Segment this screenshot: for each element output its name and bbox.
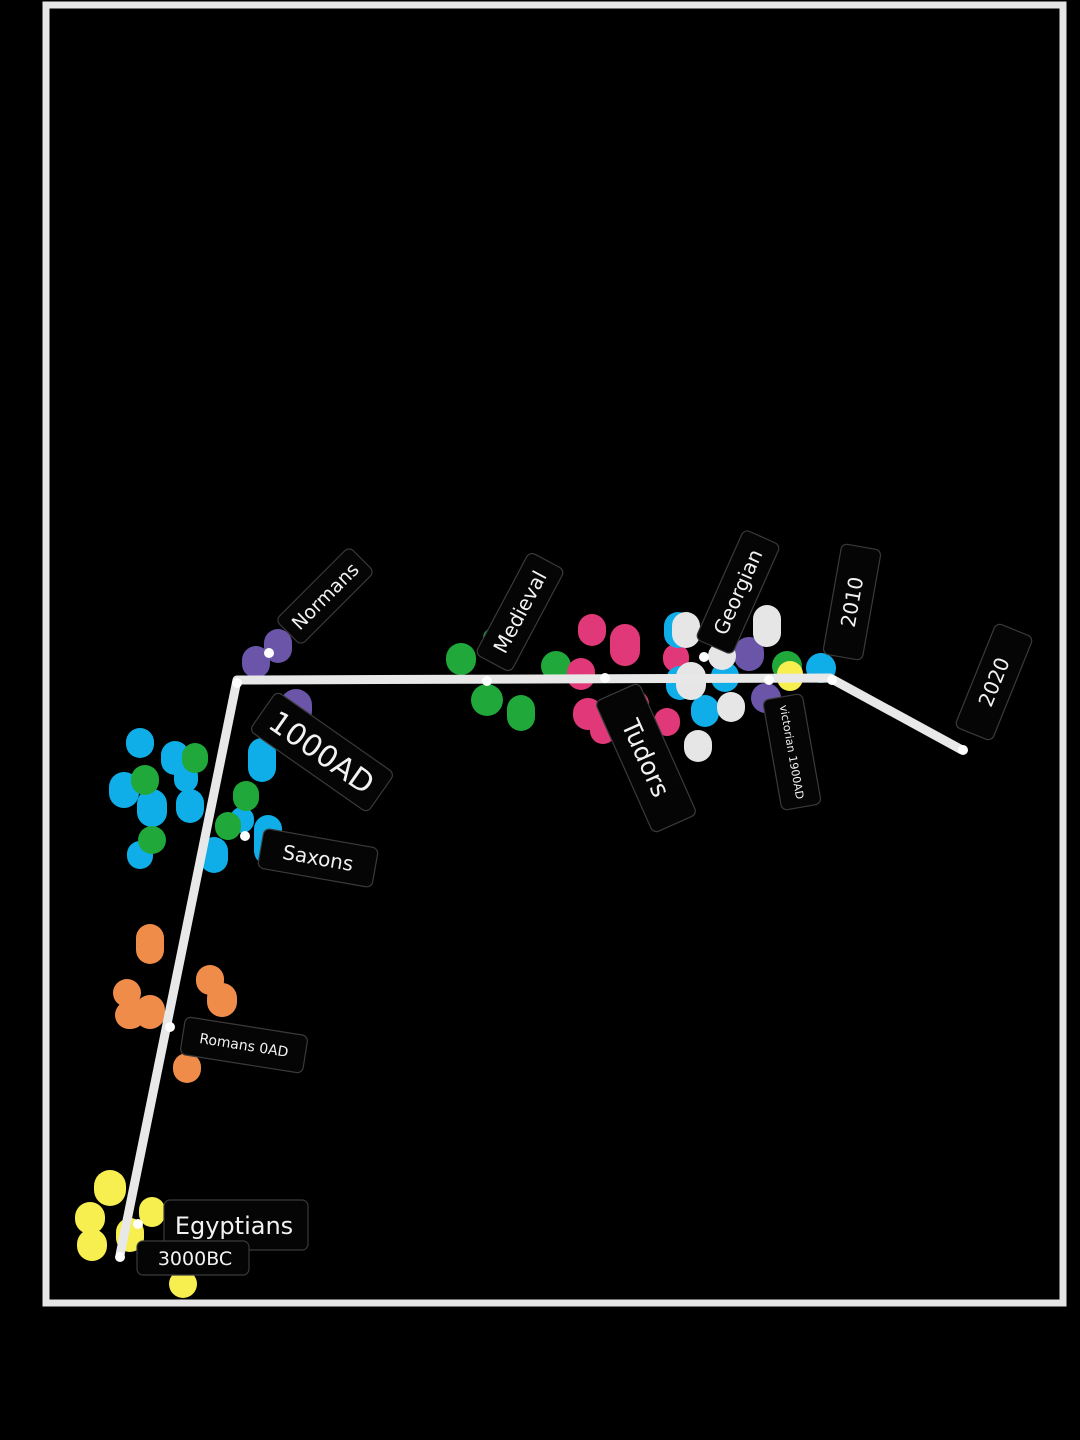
dot-pink (654, 708, 680, 736)
dot-green (182, 743, 208, 773)
dot-orange (173, 1053, 201, 1083)
dot-blue (126, 728, 154, 758)
dot-yellow (94, 1170, 126, 1206)
dot-white (672, 612, 700, 648)
timeline-node (133, 1219, 143, 1229)
timeline-node (240, 831, 250, 841)
dot-green (138, 826, 166, 854)
timeline-node (600, 673, 610, 683)
dot-green (471, 684, 503, 716)
label-3000bc-text: 3000BC (158, 1248, 232, 1270)
dot-orange (113, 979, 141, 1007)
dot-orange (136, 924, 164, 964)
timeline-node (827, 675, 837, 685)
dot-green (131, 765, 159, 795)
dot-blue (691, 695, 719, 727)
dot-yellow (77, 1229, 107, 1261)
label-2010[interactable]: 2010 (822, 543, 882, 661)
label-tudors[interactable]: Tudors (595, 682, 697, 833)
timeline-node (115, 1252, 125, 1262)
timeline-line (115, 673, 965, 1256)
dot-green (541, 651, 571, 681)
timeline-node (764, 675, 774, 685)
label-victorian[interactable]: victorian 1900AD (762, 693, 822, 811)
dot-pink (567, 658, 595, 690)
dot-blue (176, 789, 204, 823)
dot-yellow (139, 1197, 165, 1227)
colored-dots-layer (75, 605, 836, 1298)
dot-white (717, 692, 745, 722)
timeline-node (482, 676, 492, 686)
dot-white (684, 730, 712, 762)
dot-purple (734, 637, 764, 671)
dot-green (215, 812, 241, 840)
dot-white (753, 605, 781, 647)
timeline-node (165, 1022, 175, 1032)
dot-orange (135, 995, 165, 1029)
dot-green (233, 781, 259, 811)
dot-green (446, 643, 476, 675)
label-2020[interactable]: 2020 (954, 623, 1033, 742)
timeline-node (232, 678, 242, 688)
label-normans[interactable]: Normans (276, 547, 375, 646)
dot-blue (137, 789, 167, 827)
label-egyptians-text: Egyptians (175, 1212, 293, 1240)
dot-yellow (169, 1270, 197, 1298)
label-romans[interactable]: Romans 0AD (180, 1016, 308, 1074)
dot-pink (610, 624, 640, 666)
dot-blue (248, 738, 276, 782)
label-saxons[interactable]: Saxons (257, 828, 379, 888)
dot-pink (578, 614, 606, 646)
timeline-node (699, 652, 709, 662)
label-3000bc[interactable]: 3000BC (136, 1240, 250, 1276)
timeline-nodes (115, 648, 968, 1262)
dot-green (507, 695, 535, 731)
timeline-node (264, 648, 274, 658)
dot-yellow (75, 1202, 105, 1234)
dot-purple (242, 646, 270, 678)
board-frame (42, 1, 1067, 1307)
timeline-node (958, 745, 968, 755)
dot-orange (207, 983, 237, 1017)
